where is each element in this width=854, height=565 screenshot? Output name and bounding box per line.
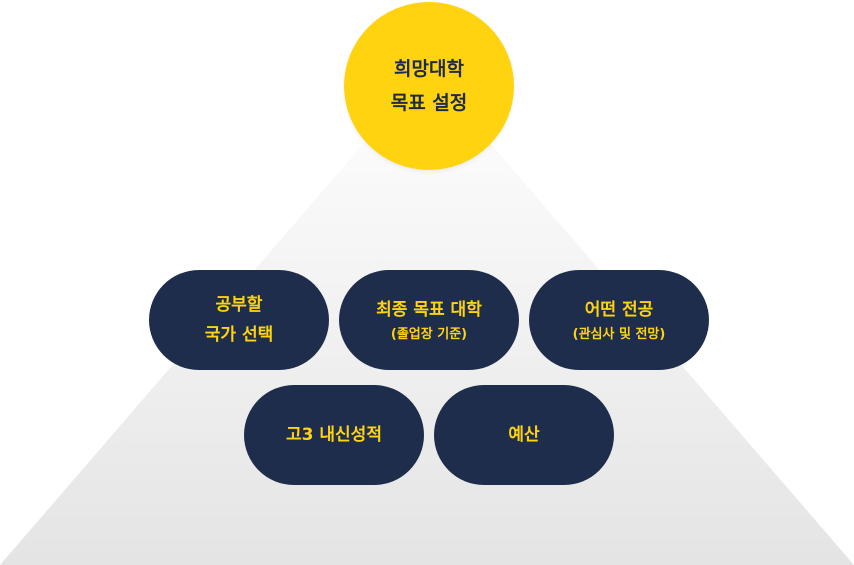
factor-final-target-label: 최종 목표 대학 (376, 300, 482, 320)
factor-major-note: (관심사 및 전망) (572, 327, 666, 342)
factor-study-country: 공부할 국가 선택 (149, 270, 329, 370)
factor-study-country-line2: 국가 선택 (204, 325, 274, 345)
factor-budget: 예산 (434, 385, 614, 485)
goal-circle: 희망대학 목표 설정 (344, 2, 514, 170)
factor-budget-label: 예산 (508, 425, 540, 445)
factor-gpa-label: 고3 내신성적 (286, 425, 382, 445)
factor-final-target-note: (졸업장 기준) (390, 327, 468, 342)
goal-title-line2: 목표 설정 (390, 92, 468, 114)
factor-final-target-university: 최종 목표 대학 (졸업장 기준) (339, 270, 519, 370)
factor-high-school-gpa: 고3 내신성적 (244, 385, 424, 485)
goal-title-line1: 희망대학 (394, 58, 464, 80)
factor-study-country-line1: 공부할 (215, 295, 263, 315)
factor-major: 어떤 전공 (관심사 및 전망) (529, 270, 709, 370)
factor-major-label: 어떤 전공 (584, 300, 654, 320)
